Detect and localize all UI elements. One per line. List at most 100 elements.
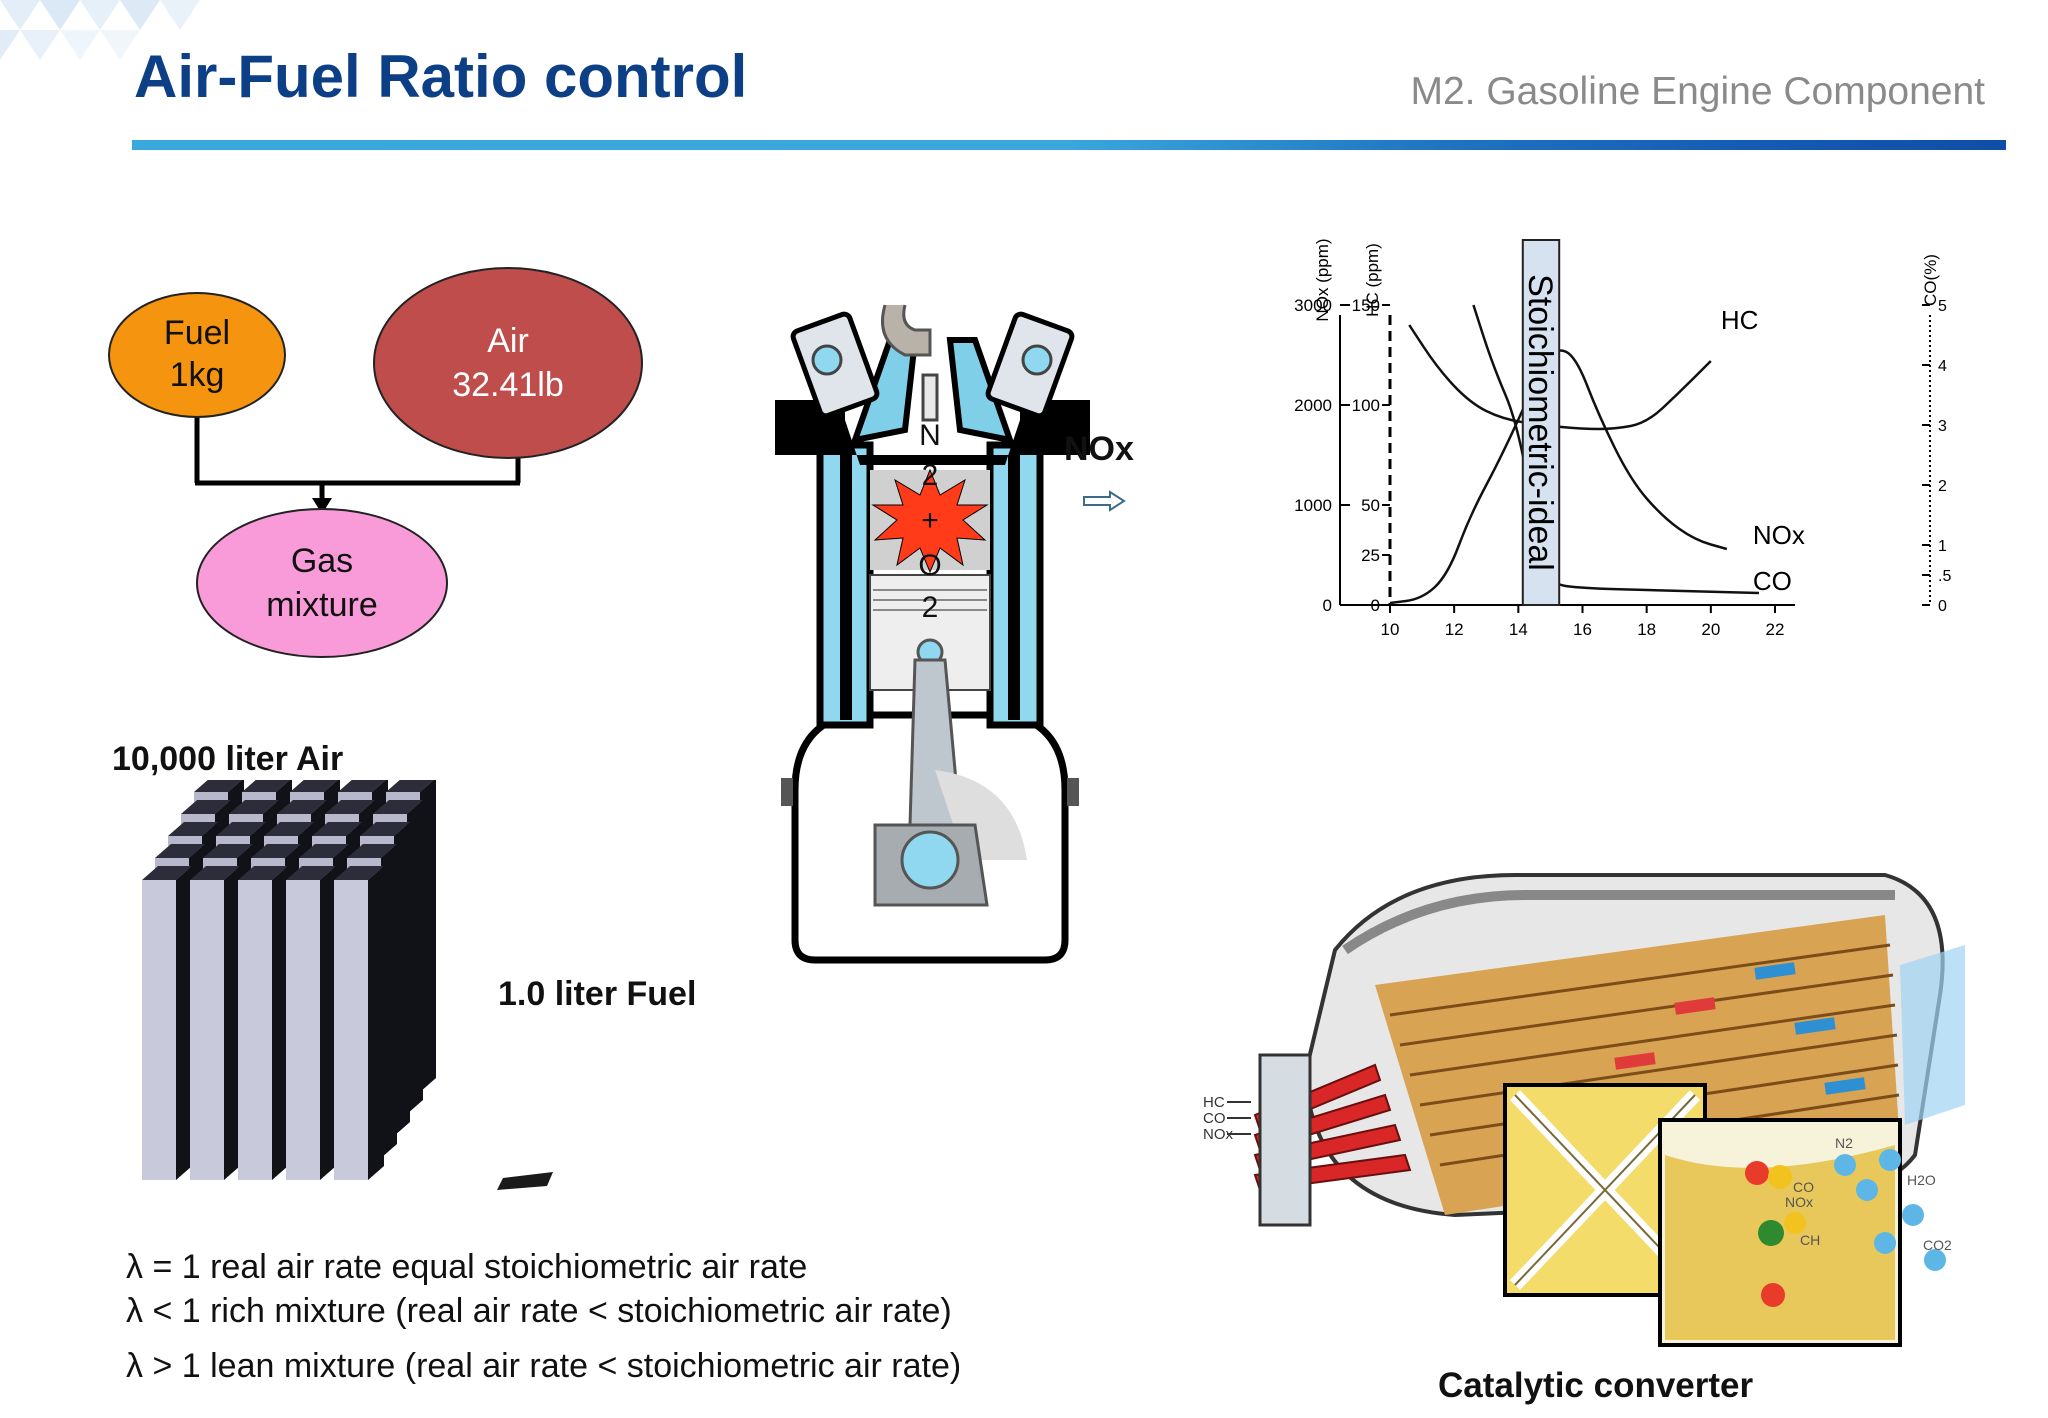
molecule-nox-label: NOx xyxy=(1785,1194,1813,1210)
x-tick-label: 14 xyxy=(1509,620,1528,639)
reaction-plus: + xyxy=(921,504,939,537)
air-column xyxy=(190,866,240,1180)
air-column xyxy=(238,866,288,1180)
lambda-note-rich: λ < 1 rich mixture (real air rate < stoi… xyxy=(126,1292,952,1330)
hc-tick-label: 150 xyxy=(1352,296,1380,315)
engine-cross-section: N 2 + O 2 xyxy=(775,304,1090,964)
air-column-top xyxy=(194,780,242,792)
air-column-top xyxy=(290,780,338,792)
air-column-side xyxy=(381,844,397,1158)
molecule-ch-label: CH xyxy=(1800,1232,1820,1248)
co-tick-label: .5 xyxy=(1938,568,1951,585)
reaction-n-sub: 2 xyxy=(922,459,939,492)
air-column-top xyxy=(347,844,397,858)
hc-axis-title: HC (ppm) xyxy=(1363,243,1382,317)
series-hc-label: HC xyxy=(1721,305,1759,335)
nox-tick-label: 0 xyxy=(1323,596,1332,615)
series-co-label: CO xyxy=(1753,566,1792,596)
air-volume-label: 10,000 liter Air xyxy=(112,740,344,778)
molecule-labels: N2 H2O CO2 CO NOx CH xyxy=(1785,1135,1952,1253)
molecule-h2o-label: H2O xyxy=(1907,1172,1936,1188)
page-title: Air-Fuel Ratio control xyxy=(134,43,748,110)
x-tick-label: 16 xyxy=(1573,620,1592,639)
fuel-volume-label: 1.0 liter Fuel xyxy=(498,975,697,1013)
air-column-top xyxy=(203,844,253,858)
gas-label: Gas xyxy=(291,542,353,580)
gas-mixture-label: mixture xyxy=(266,586,377,624)
crank-bolt-left xyxy=(781,778,793,806)
air-column-front xyxy=(190,880,224,1180)
lambda-note-equal: λ = 1 real air rate equal stoichiometric… xyxy=(126,1248,808,1286)
reaction-n: N xyxy=(919,419,941,452)
hc-tick-label: 100 xyxy=(1352,396,1380,415)
air-column-front xyxy=(238,880,272,1180)
air-column-front xyxy=(334,880,368,1180)
air-column-top xyxy=(142,866,192,880)
air-column-top xyxy=(168,822,218,836)
air-column-side xyxy=(394,822,410,1136)
hc-tick-label: 50 xyxy=(1361,496,1380,515)
x-tick-label: 18 xyxy=(1637,620,1656,639)
air-column xyxy=(142,866,192,1180)
air-column-top xyxy=(229,800,279,814)
exhaust-valve xyxy=(985,311,1075,419)
flow-arrowhead xyxy=(312,498,332,514)
air-fuel-flow-diagram: Fuel 1kg Air 32.41lb Gas mixture xyxy=(108,267,643,658)
inlet-arrows xyxy=(1227,1101,1251,1135)
air-column-top xyxy=(242,780,290,792)
air-column-top xyxy=(334,866,384,880)
inlet-co-label: CO xyxy=(1203,1110,1226,1127)
crankshaft xyxy=(873,823,989,907)
x-tick-label: 22 xyxy=(1766,620,1785,639)
converter-shell-top xyxy=(1342,890,1895,955)
inlet-hc-label: HC xyxy=(1203,1094,1225,1111)
intake-valve xyxy=(790,311,880,419)
piston-rings xyxy=(873,589,987,611)
co-tick-label: 2 xyxy=(1938,478,1947,495)
nox-arrow-icon xyxy=(1083,490,1126,512)
air-column-side xyxy=(272,866,288,1180)
molecule-co2-label: CO2 xyxy=(1923,1237,1952,1253)
air-column-top xyxy=(373,800,423,814)
air-column-front xyxy=(286,880,320,1180)
co-tick-label: 5 xyxy=(1938,298,1947,315)
air-column-top xyxy=(312,822,362,836)
fuel-label: Fuel xyxy=(164,314,230,352)
cylinder-walls xyxy=(816,441,1044,729)
air-column-top xyxy=(386,780,434,792)
nox-axis-title: NOx (ppm) xyxy=(1313,238,1332,321)
air-column-top xyxy=(251,844,301,858)
x-tick-label: 20 xyxy=(1701,620,1720,639)
stoichiometric-band xyxy=(1521,239,1561,606)
air-column-top xyxy=(238,866,288,880)
corner-decoration xyxy=(0,0,200,60)
air-column-top xyxy=(325,800,375,814)
gas-mixture-ellipse xyxy=(196,508,448,658)
air-column-side xyxy=(368,866,384,1180)
inlet-gas-labels: HC CO NOx xyxy=(1203,1094,1234,1143)
air-column xyxy=(334,866,384,1180)
air-column-top xyxy=(216,822,266,836)
molecule-co-label: CO xyxy=(1793,1179,1814,1195)
co-tick-label: 3 xyxy=(1938,418,1947,435)
header-rule xyxy=(132,140,2006,150)
co-tick-label: 1 xyxy=(1938,538,1947,555)
air-column-top xyxy=(299,844,349,858)
nox-tick-label: 2000 xyxy=(1294,396,1332,415)
air-column-front xyxy=(142,880,176,1180)
reaction-o: O xyxy=(918,549,941,582)
air-column-top xyxy=(360,822,410,836)
outlet-glow xyxy=(1900,945,1965,1125)
nox-emission-label: NOx xyxy=(1064,430,1134,468)
crank-bolt-right xyxy=(1067,778,1079,806)
co-tick-label: 0 xyxy=(1938,598,1947,615)
catalytic-converter-caption: Catalytic converter xyxy=(1438,1366,1754,1405)
inlet-nox-label: NOx xyxy=(1203,1126,1234,1143)
fuel-amount: 1kg xyxy=(170,356,225,394)
catalytic-converter-illustration: HC CO NOx N2 H2O CO2 CO NOx CH xyxy=(1203,873,1965,1347)
inlet-flange xyxy=(1258,1053,1312,1227)
air-column-side xyxy=(176,866,192,1180)
catalyst-molecules xyxy=(1745,1149,1946,1307)
lambda-note-lean: λ > 1 lean mixture (real air rate < stoi… xyxy=(126,1347,962,1385)
air-column-side xyxy=(420,780,436,1092)
